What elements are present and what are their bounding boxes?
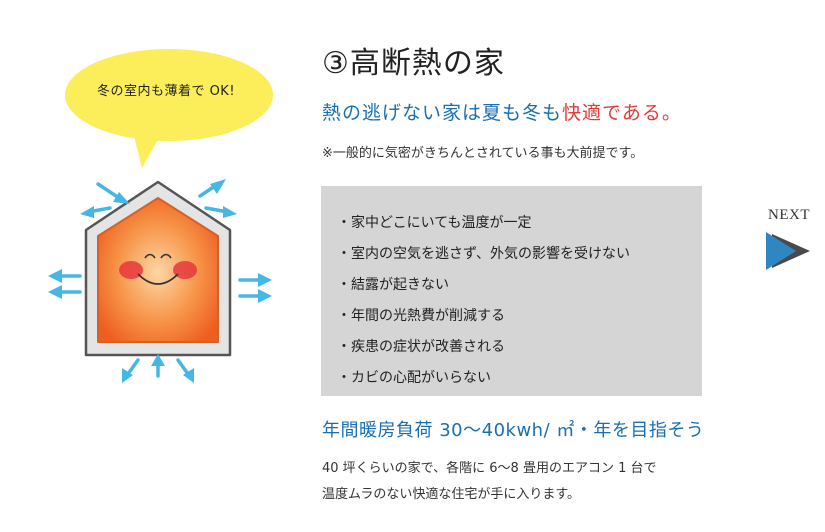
warm-house-illustration xyxy=(48,179,272,383)
speech-bubble-text: 冬の室内も薄着で OK! xyxy=(96,84,236,99)
subtitle-red: 快適である。 xyxy=(562,102,682,124)
benefit-item: ・家中どこにいても温度が一定 xyxy=(337,215,532,231)
page-title: ③高断熱の家 xyxy=(322,46,505,81)
benefit-item: ・結露が起きない xyxy=(337,277,449,293)
body-text: 40 坪くらいの家で、各階に 6〜8 畳用のエアコン 1 台で 温度ムラのない快… xyxy=(322,456,657,508)
body-line: 温度ムラのない快適な住宅が手に入ります。 xyxy=(322,487,581,502)
subtitle: 熱の逃げない家は夏も冬も快適である。 xyxy=(322,98,682,125)
next-arrow-icon[interactable] xyxy=(766,228,816,274)
heat-arrow-icons xyxy=(48,179,272,383)
body-line: 40 坪くらいの家で、各階に 6〜8 畳用のエアコン 1 台で xyxy=(322,461,657,476)
subtitle-blue: 熱の逃げない家は夏も冬も xyxy=(322,102,563,124)
benefit-item: ・年間の光熱費が削減する xyxy=(337,308,505,324)
next-label[interactable]: NEXT xyxy=(768,207,810,223)
note-text: ※一般的に気密がきちんとされている事も大前提です。 xyxy=(322,146,644,161)
benefit-item: ・室内の空気を逃さず、外気の影響を受けない xyxy=(337,246,631,262)
smiling-face-icon xyxy=(119,253,197,285)
benefit-item: ・カビの心配がいらない xyxy=(337,370,491,386)
speech-bubble xyxy=(65,49,273,168)
benefits-box: ・家中どこにいても温度が一定 ・室内の空気を逃さず、外気の影響を受けない ・結露… xyxy=(321,186,702,396)
benefit-item: ・疾患の症状が改善される xyxy=(337,339,505,355)
goal-heading: 年間暖房負荷 30〜40kwh/ ㎡・年を目指そう xyxy=(322,420,705,441)
